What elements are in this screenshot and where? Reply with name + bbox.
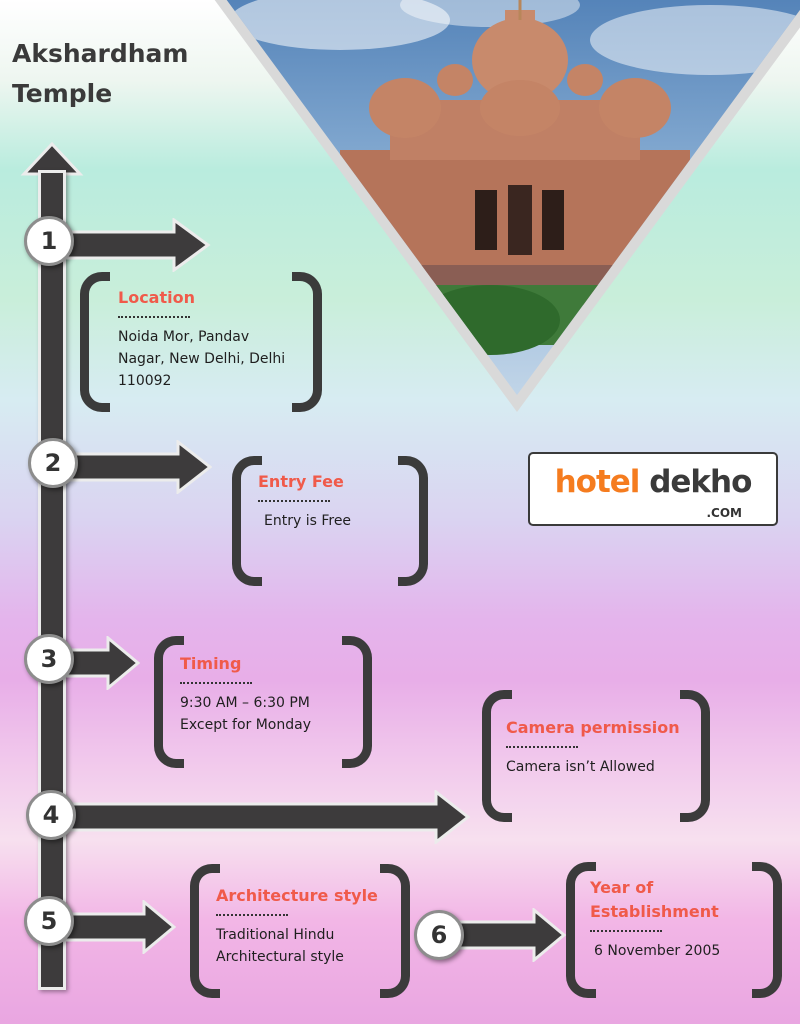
info-box-location: Location Noida Mor, Pandav Nagar, New De… <box>80 272 322 412</box>
info-box-camera: Camera permission Camera isn’t Allowed <box>482 690 710 822</box>
establishment-title-line-1: Year of <box>590 878 654 897</box>
branch-arrow-6 <box>456 908 566 962</box>
location-line-2: Nagar, New Delhi, Delhi <box>118 351 286 367</box>
branch-arrow-1 <box>62 218 211 272</box>
bracket-left <box>232 456 262 586</box>
bracket-left <box>154 636 184 768</box>
step-number-1: 1 <box>24 216 74 266</box>
bracket-right <box>680 690 710 822</box>
entry-fee-title: Entry Fee <box>258 472 344 491</box>
logo-wordmark: hotel dekho <box>530 464 776 500</box>
title-line-2: Temple <box>12 79 113 108</box>
timing-line-2: Except for Monday <box>180 717 311 733</box>
architecture-line-2: Architectural style <box>216 949 344 965</box>
logo-part-hotel: hotel <box>554 464 641 500</box>
bracket-right <box>398 456 428 586</box>
bracket-left <box>482 690 512 822</box>
camera-title: Camera permission <box>506 718 680 737</box>
dotted-divider <box>590 926 662 932</box>
bracket-left <box>80 272 110 412</box>
step-number-6: 6 <box>414 910 464 960</box>
timeline-stem <box>38 170 66 990</box>
timing-title: Timing <box>180 654 242 673</box>
bracket-left <box>190 864 220 998</box>
bracket-left <box>566 862 596 998</box>
branch-arrow-3 <box>62 636 140 690</box>
step-number-3: 3 <box>24 634 74 684</box>
step-number-2: 2 <box>28 438 78 488</box>
hoteldekho-logo[interactable]: hotel dekho .COM <box>528 452 778 526</box>
dotted-divider <box>216 910 288 916</box>
bracket-right <box>380 864 410 998</box>
logo-part-dekho: dekho <box>649 464 752 500</box>
branch-arrow-2 <box>62 440 212 494</box>
step-number-5: 5 <box>24 896 74 946</box>
info-box-establishment: Year of Establishment 6 November 2005 <box>566 862 782 998</box>
logo-suffix: .COM <box>706 506 742 520</box>
dotted-divider <box>118 312 190 318</box>
branch-arrow-5 <box>62 900 176 954</box>
architecture-title: Architecture style <box>216 886 378 905</box>
architecture-line-1: Traditional Hindu <box>216 927 335 943</box>
temple-photo <box>212 0 800 412</box>
info-box-entry-fee: Entry Fee Entry is Free <box>232 456 428 586</box>
title-line-1: Akshardham <box>12 39 189 68</box>
location-title: Location <box>118 288 195 307</box>
location-line-3: 110092 <box>118 373 172 389</box>
page-title: Akshardham Temple <box>12 34 188 114</box>
info-box-timing: Timing 9:30 AM – 6:30 PM Except for Mond… <box>154 636 372 768</box>
dotted-divider <box>258 496 330 502</box>
dotted-divider <box>180 678 252 684</box>
establishment-title-line-2: Establishment <box>590 902 719 921</box>
timing-line-1: 9:30 AM – 6:30 PM <box>180 695 310 711</box>
establishment-text: 6 November 2005 <box>594 943 721 959</box>
info-box-architecture: Architecture style Traditional Hindu Arc… <box>190 864 410 998</box>
step-number-4: 4 <box>26 790 76 840</box>
location-line-1: Noida Mor, Pandav <box>118 329 250 345</box>
dotted-divider <box>506 742 578 748</box>
bracket-right <box>342 636 372 768</box>
branch-arrow-4 <box>62 790 470 844</box>
bracket-right <box>752 862 782 998</box>
camera-text: Camera isn’t Allowed <box>506 759 655 775</box>
bracket-right <box>292 272 322 412</box>
entry-fee-text: Entry is Free <box>264 513 352 529</box>
